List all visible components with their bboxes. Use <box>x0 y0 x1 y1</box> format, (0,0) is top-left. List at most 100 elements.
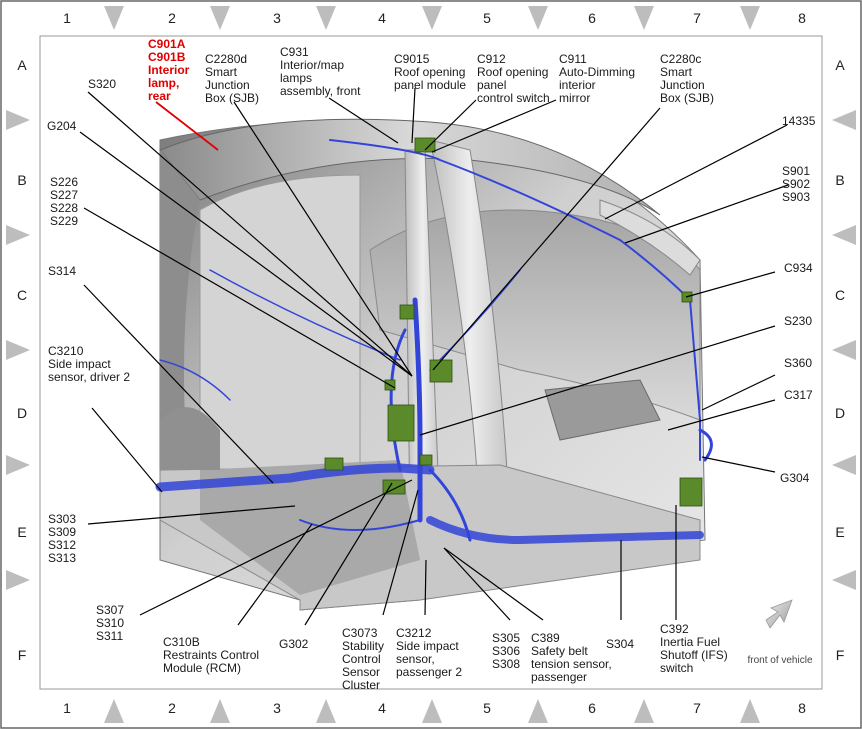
callout-g204: G204 <box>47 119 77 133</box>
callout-line: switch <box>660 661 693 675</box>
callout-line: S312 <box>48 538 76 552</box>
callout-line: sensor, <box>396 652 435 666</box>
callout-line: Side impact <box>48 357 111 371</box>
callout-line: sensor, driver 2 <box>48 370 130 384</box>
callout-line: S311 <box>96 629 123 643</box>
grid-column-label: 4 <box>378 700 386 716</box>
callout-line: Junction <box>660 78 705 92</box>
callout-line: S308 <box>492 657 520 671</box>
callout-line: Side impact <box>396 639 459 653</box>
rcm-module <box>387 404 415 442</box>
callout-line: S310 <box>96 616 124 630</box>
callout-line: Junction <box>205 78 250 92</box>
callout-line: C9015 <box>394 52 430 66</box>
leader-lines <box>79 87 789 626</box>
callout-line: Control <box>342 652 381 666</box>
callout-line: Smart <box>205 65 238 79</box>
rear-quarter <box>160 150 200 470</box>
callout-line: assembly, front <box>280 84 361 98</box>
grid-column-label: 2 <box>168 700 176 716</box>
grid-column-label: 3 <box>273 700 281 716</box>
callout-line: tension sensor, <box>531 657 612 671</box>
callout-g304: G304 <box>780 471 810 485</box>
callout-line: rear <box>148 89 171 103</box>
callout-s230: S230 <box>784 314 812 328</box>
callout-line: S901 <box>782 164 810 178</box>
callout-line: panel <box>477 78 506 92</box>
callout-line: C912 <box>477 52 506 66</box>
grid-row-label: E <box>835 524 844 540</box>
orientation-label: front of vehicle <box>747 655 812 666</box>
grid-row-label: E <box>17 524 26 540</box>
callout-line: Sensor <box>342 665 380 679</box>
callout-line: Box (SJB) <box>660 91 714 105</box>
grid-row-label: A <box>17 57 27 73</box>
callout-line: S226 <box>50 175 78 189</box>
callout-line: Auto-Dimming <box>559 65 635 79</box>
callout-c934: C934 <box>784 261 813 275</box>
callout-s360: S360 <box>784 356 812 370</box>
callout-line: S230 <box>784 314 812 328</box>
callout-line: interior <box>559 78 596 92</box>
callout-line: S903 <box>782 190 810 204</box>
grid-row-label: C <box>835 287 845 303</box>
callout-line: S902 <box>782 177 810 191</box>
callout-line: mirror <box>559 91 590 105</box>
grid-row-label: B <box>17 172 26 188</box>
callout-line: C2280c <box>660 52 701 66</box>
grid-column-label: 1 <box>63 10 71 26</box>
callout-line: lamps <box>280 71 312 85</box>
callout-line: 14335 <box>782 114 816 128</box>
callout-s320: S320 <box>88 77 116 91</box>
grid-row-label: D <box>835 405 845 421</box>
callout-line: C3212 <box>396 626 432 640</box>
grid-column-label: 2 <box>168 10 176 26</box>
callout-line: control switch <box>477 91 550 105</box>
callout-line: Stability <box>342 639 384 653</box>
highlight-leader <box>155 101 219 151</box>
callout-line: S309 <box>48 525 76 539</box>
callout-line: Module (RCM) <box>163 661 241 675</box>
grid-column-label: 6 <box>588 700 596 716</box>
grid-row-label: F <box>836 647 845 663</box>
front-of-vehicle-indicator: front of vehicle <box>747 599 813 666</box>
callout-line: lamp, <box>148 76 179 90</box>
callout-line: G302 <box>279 637 309 651</box>
grid-row-label: D <box>17 405 27 421</box>
grid-ticks <box>6 6 856 723</box>
callout-line: S305 <box>492 631 520 645</box>
ifs-switch <box>679 477 703 507</box>
callout-line: S306 <box>492 644 520 658</box>
grid-column-label: 5 <box>483 10 491 26</box>
callout-line: C3210 <box>48 344 84 358</box>
grid-column-label: 8 <box>798 700 806 716</box>
grid-column-label: 1 <box>63 700 71 716</box>
callout-line: S228 <box>50 201 78 215</box>
callout-line: S304 <box>606 637 634 651</box>
callout-line: S307 <box>96 603 124 617</box>
callout-line: C911 <box>559 52 587 66</box>
callout-line: passenger <box>531 670 587 684</box>
callout-line: S314 <box>48 264 76 278</box>
callout-line: S360 <box>784 356 812 370</box>
callout-line: Box (SJB) <box>205 91 259 105</box>
grid-column-label: 7 <box>693 700 701 716</box>
grid-column-label: 5 <box>483 700 491 716</box>
callout-line: C392 <box>660 622 689 636</box>
callout-line: S320 <box>88 77 116 91</box>
